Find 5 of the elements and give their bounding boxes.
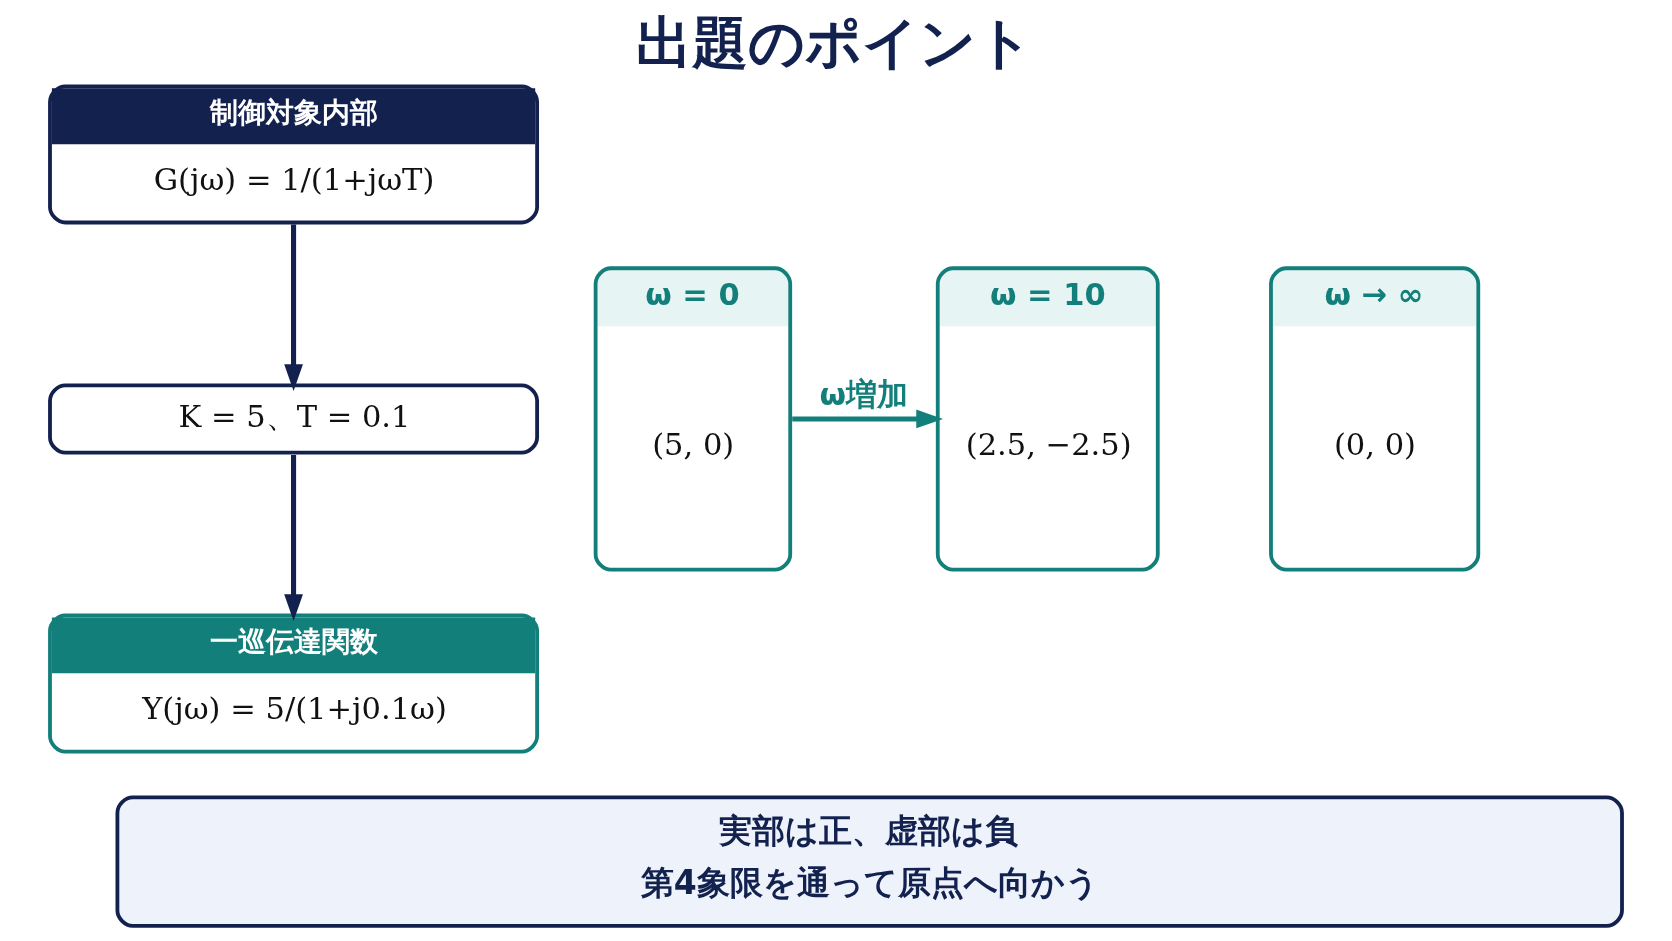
diagram-title: 出題のポイント <box>636 9 1034 75</box>
arrow <box>284 224 303 392</box>
arrow <box>284 455 303 622</box>
edge-label: ω増加 <box>819 377 908 413</box>
arrow <box>792 409 944 429</box>
